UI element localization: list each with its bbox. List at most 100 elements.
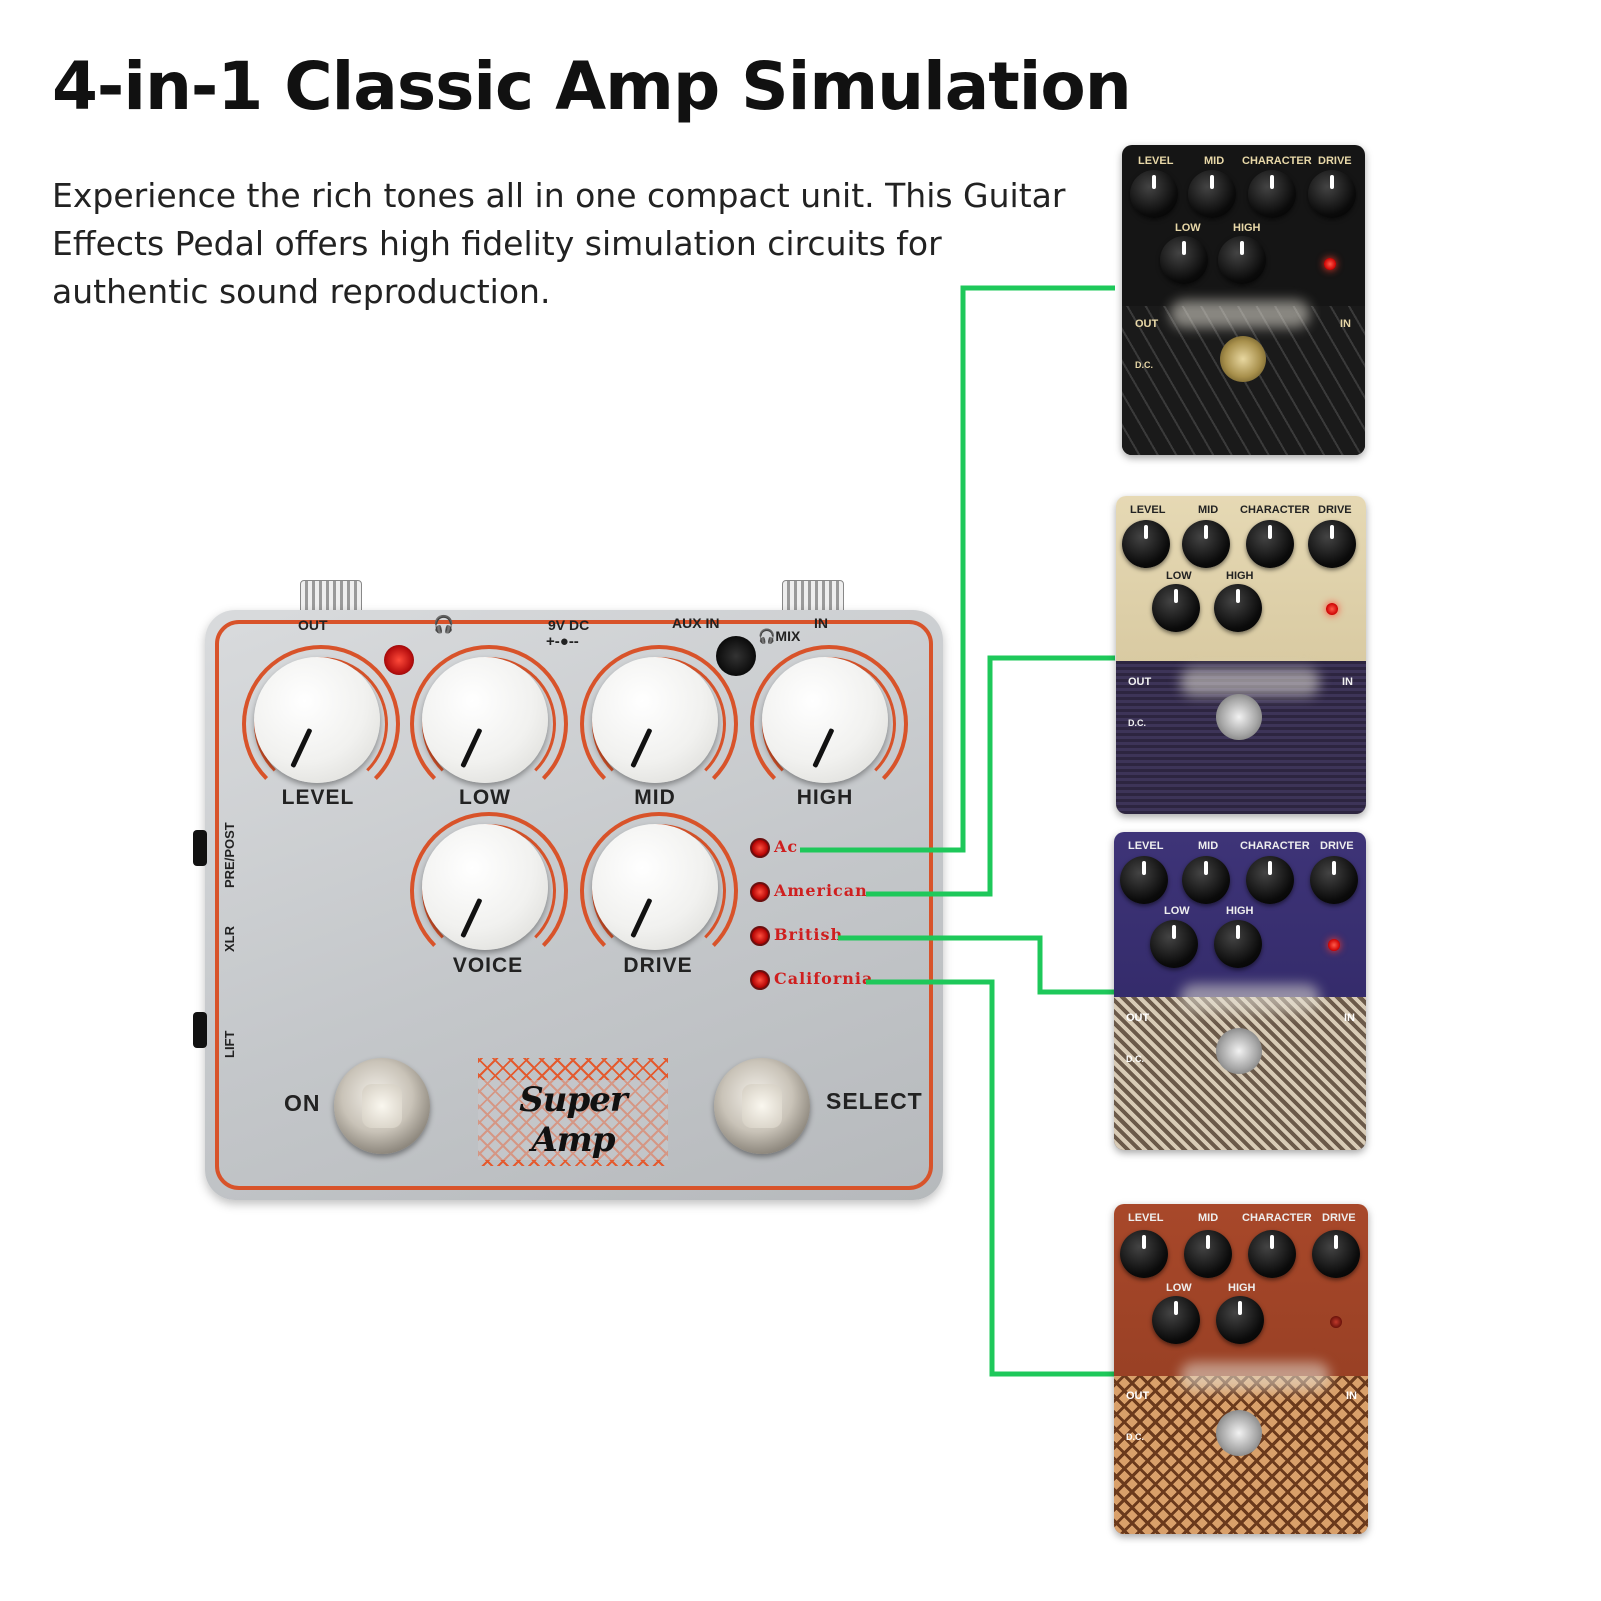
power-polarity-icon: +-●--: [546, 633, 579, 650]
p2-drive-knob: [1308, 520, 1356, 568]
headphone-icon: 🎧: [433, 615, 455, 634]
p2-footswitch: [1216, 694, 1262, 740]
connector-british: [838, 935, 1115, 995]
p3-level-label: LEVEL: [1128, 840, 1164, 852]
p4-low-knob: [1152, 1296, 1200, 1344]
p4-mid-knob: [1184, 1230, 1232, 1278]
connector-american: [866, 655, 1115, 897]
p1-low-label: LOW: [1175, 222, 1201, 234]
p1-out-label: OUT: [1135, 318, 1159, 330]
p1-mid-label: MID: [1204, 155, 1225, 167]
mode-label-california: California: [774, 969, 874, 988]
p3-mid-label: MID: [1198, 840, 1219, 852]
p1-high-knob: [1218, 236, 1266, 284]
p2-in-label: IN: [1342, 676, 1353, 688]
power-led: [384, 645, 414, 675]
on-footswitch[interactable]: [334, 1058, 430, 1154]
mode-led-british: [750, 926, 770, 946]
level-knob[interactable]: [254, 657, 380, 783]
p4-out-label: OUT: [1126, 1390, 1150, 1402]
p3-led: [1328, 939, 1340, 951]
p4-high-label: HIGH: [1228, 1282, 1256, 1294]
p4-footswitch: [1216, 1410, 1262, 1456]
p4-character-knob: [1248, 1230, 1296, 1278]
level-knob-label: LEVEL: [281, 786, 355, 809]
out-label: OUT: [298, 617, 328, 633]
mode-led-ac: [750, 838, 770, 858]
p4-blurred-name: [1180, 1362, 1330, 1390]
mix-knob[interactable]: [716, 636, 756, 676]
p1-led: [1324, 258, 1336, 270]
in-label: IN: [814, 615, 828, 631]
prepost-switch[interactable]: [193, 830, 207, 866]
high-knob-label: HIGH: [796, 786, 854, 809]
p2-blurred-name: [1180, 668, 1320, 696]
p3-blurred-name: [1180, 984, 1320, 1012]
p1-dc-label: D.C.: [1135, 360, 1153, 370]
p1-drive-label: DRIVE: [1318, 155, 1352, 167]
p1-mid-knob: [1188, 170, 1236, 218]
p2-mid-label: MID: [1198, 504, 1219, 516]
p2-low-label: LOW: [1166, 570, 1192, 582]
connector-ac: [800, 285, 1115, 853]
p1-high-label: HIGH: [1233, 222, 1261, 234]
p3-drive-knob: [1310, 856, 1358, 904]
p4-drive-knob: [1312, 1230, 1360, 1278]
p3-in-label: IN: [1344, 1012, 1355, 1024]
p3-dc-label: D.C.: [1126, 1054, 1144, 1064]
p2-level-label: LEVEL: [1130, 504, 1166, 516]
p1-drive-knob: [1308, 170, 1356, 218]
p3-character-label: CHARACTER: [1240, 840, 1310, 852]
p4-character-label: CHARACTER: [1242, 1212, 1312, 1224]
low-knob[interactable]: [422, 657, 548, 783]
p3-level-knob: [1120, 856, 1168, 904]
intro-paragraph: Experience the rich tones all in one com…: [52, 176, 1066, 311]
low-knob-label: LOW: [459, 786, 511, 809]
voice-knob-label: VOICE: [452, 954, 524, 977]
p2-drive-label: DRIVE: [1318, 504, 1352, 516]
p3-out-label: OUT: [1126, 1012, 1150, 1024]
p1-level-label: LEVEL: [1138, 155, 1174, 167]
p4-drive-label: DRIVE: [1322, 1212, 1356, 1224]
p4-high-knob: [1216, 1296, 1264, 1344]
connector-california: [866, 979, 1115, 1377]
p4-led: [1330, 1316, 1342, 1328]
drive-knob-label: DRIVE: [623, 954, 693, 977]
mode-label-ac: Ac: [774, 837, 799, 856]
aux-in-label: AUX IN: [672, 615, 720, 631]
p3-high-knob: [1214, 920, 1262, 968]
p3-character-knob: [1246, 856, 1294, 904]
select-footswitch[interactable]: [714, 1058, 810, 1154]
page-headline: 4-in-1 Classic Amp Simulation: [52, 48, 1132, 125]
p3-mid-knob: [1182, 856, 1230, 904]
p2-dc-label: D.C.: [1128, 718, 1146, 728]
p1-character-label: CHARACTER: [1242, 155, 1312, 167]
mode-label-american: American: [774, 881, 868, 900]
on-footswitch-label: ON: [284, 1090, 321, 1116]
p4-level-label: LEVEL: [1128, 1212, 1164, 1224]
drive-knob[interactable]: [592, 824, 718, 950]
p4-dc-label: D.C.: [1126, 1432, 1144, 1442]
p1-low-knob: [1160, 236, 1208, 284]
p1-blurred-name: [1170, 300, 1310, 328]
p4-mid-label: MID: [1198, 1212, 1219, 1224]
p2-low-knob: [1152, 584, 1200, 632]
p3-low-label: LOW: [1164, 905, 1190, 917]
mid-knob[interactable]: [592, 657, 718, 783]
p2-high-label: HIGH: [1226, 570, 1254, 582]
voice-knob[interactable]: [422, 824, 548, 950]
power-label: 9V DC: [548, 617, 590, 633]
pedal-trim: [215, 620, 933, 1190]
p2-character-label: CHARACTER: [1240, 504, 1310, 516]
mode-led-california: [750, 970, 770, 990]
p2-high-knob: [1214, 584, 1262, 632]
p4-level-knob: [1120, 1230, 1168, 1278]
p2-level-knob: [1122, 520, 1170, 568]
p2-out-label: OUT: [1128, 676, 1152, 688]
p3-drive-label: DRIVE: [1320, 840, 1354, 852]
lift-switch[interactable]: [193, 1012, 207, 1048]
mode-led-american: [750, 882, 770, 902]
brand-logo: Super Amp: [478, 1080, 668, 1160]
mode-label-british: British: [774, 925, 844, 944]
high-knob[interactable]: [762, 657, 888, 783]
